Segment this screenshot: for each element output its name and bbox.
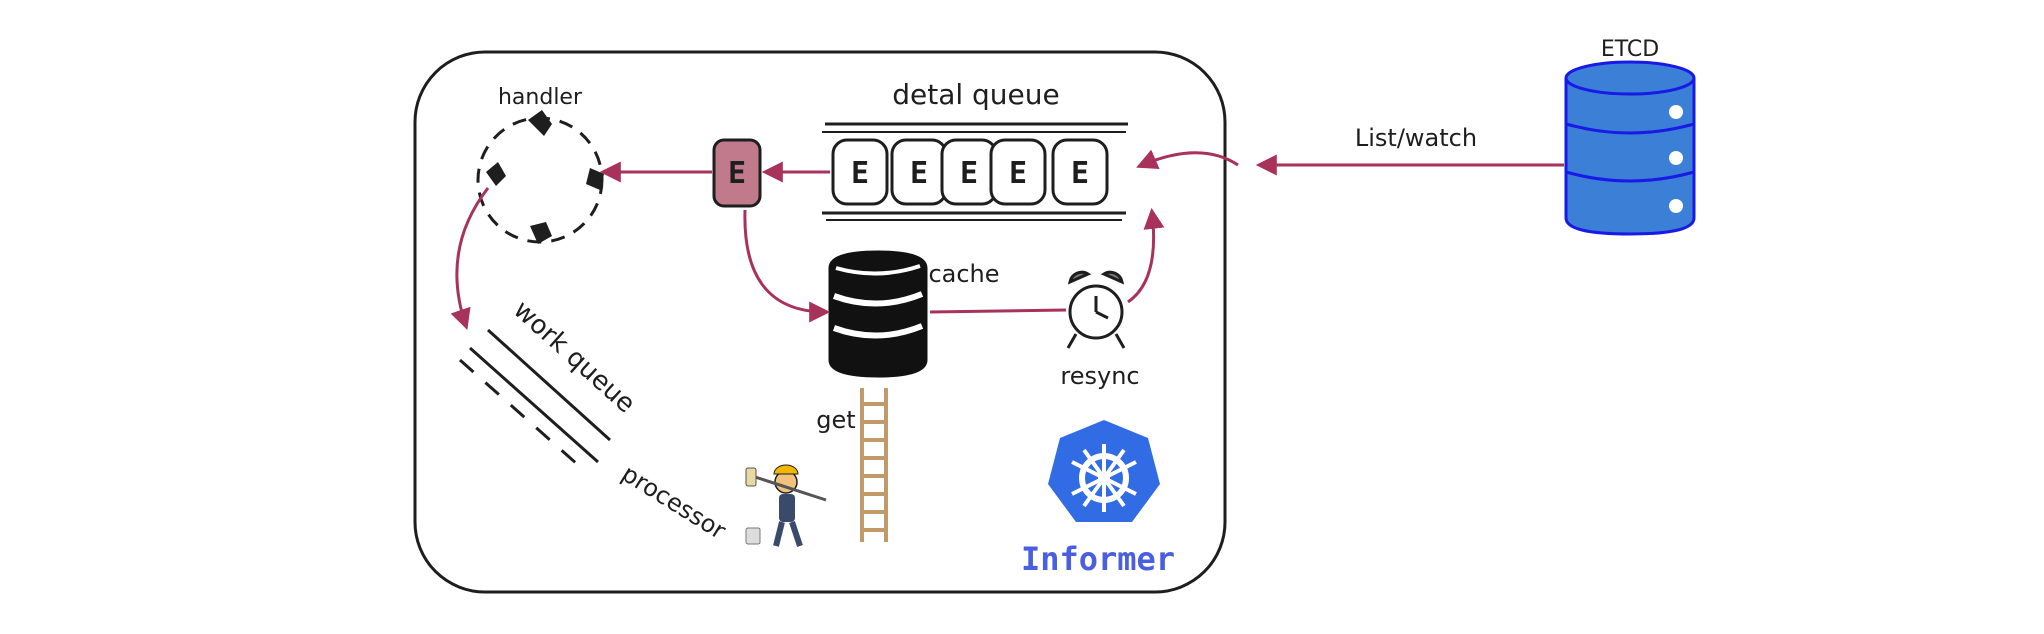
delta-queue [822,122,1128,221]
popped-event-label: E [728,156,746,191]
queue-event-5-label: E [1071,156,1089,191]
arrow-into-delta-queue [1136,149,1239,169]
informer-label: Informer [1021,540,1175,578]
queue-event-2: E [890,138,948,206]
processor-label: processor [617,459,731,545]
worker-icon [745,464,827,547]
queue-event-2-label: E [910,156,928,191]
arrow-handler-to-workqueue [450,187,490,330]
queue-event-4: E [989,138,1047,206]
get-label: get [816,406,855,434]
cache-database-icon [828,250,928,378]
cache-label: cache [928,260,999,288]
line-cache-to-resync [929,308,1067,314]
handler-label: handler [498,85,583,110]
queue-event-5: E [1051,138,1109,206]
list-watch-label: List/watch [1355,124,1477,152]
resync-label: resync [1060,362,1139,390]
kubernetes-logo-icon [1048,420,1160,522]
handler-cycle-icon [476,110,604,244]
arrow-event-to-cache [743,209,831,323]
queue-event-1: E [831,138,889,206]
queue-event-4-label: E [1009,156,1027,191]
arrow-resync-to-queue [1127,207,1165,304]
alarm-clock-icon [1066,270,1126,349]
ladder-icon [860,388,888,542]
popped-event: E [712,138,762,208]
etcd-database-icon [1564,60,1696,236]
queue-event-3: E [940,138,998,206]
delta-queue-label: detal queue [892,78,1060,111]
informer-container [413,50,1227,594]
etcd-label: ETCD [1601,37,1659,62]
work-queue [459,328,612,474]
queue-event-1-label: E [851,156,869,191]
queue-event-3-label: E [960,156,978,191]
flow-arrows [450,149,1564,330]
